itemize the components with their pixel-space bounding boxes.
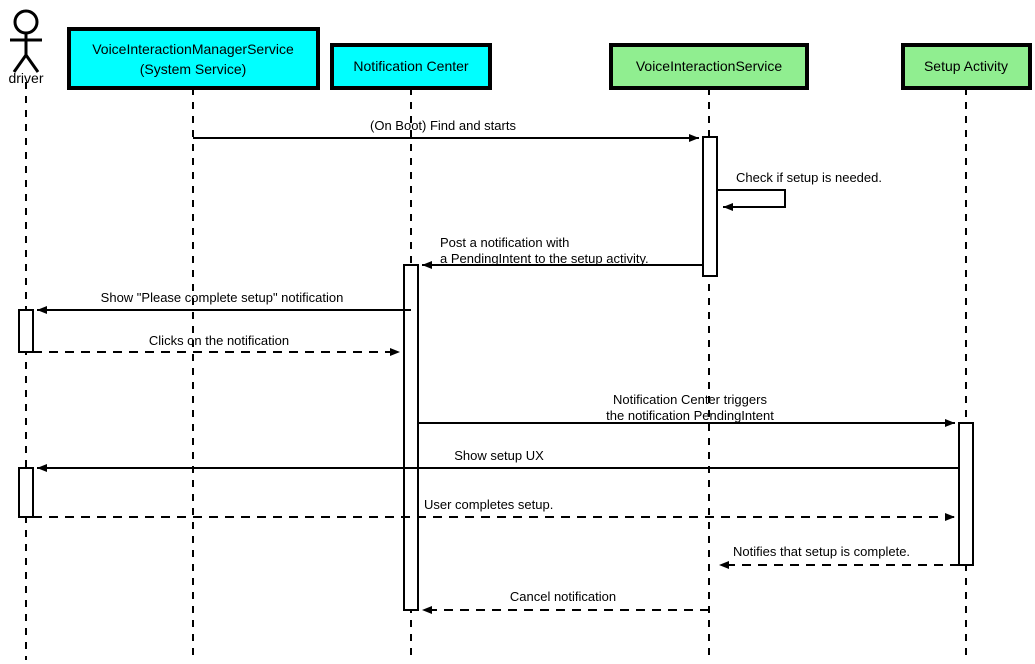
participant-label-notifcenter: Notification Center bbox=[353, 58, 469, 74]
message-m4[interactable]: Show "Please complete setup" notificatio… bbox=[37, 290, 411, 314]
message-line-m2 bbox=[717, 189, 786, 211]
message-label-m9: Notifies that setup is complete. bbox=[733, 544, 910, 559]
participant-label-setup: Setup Activity bbox=[924, 58, 1008, 74]
participant-label-driver: driver bbox=[8, 70, 43, 86]
participant-sublabel-vims: (System Service) bbox=[140, 61, 247, 77]
activation-bar-driver-2 bbox=[18, 309, 34, 353]
activation-bars-layer bbox=[18, 136, 974, 611]
participant-label-vis: VoiceInteractionService bbox=[636, 58, 783, 74]
message-label-m1: (On Boot) Find and starts bbox=[370, 118, 516, 133]
actor-leg-left-icon bbox=[12, 54, 28, 73]
message-m10[interactable]: Cancel notification bbox=[422, 589, 709, 614]
message-label-m3-line2: a PendingIntent to the setup activity. bbox=[440, 251, 649, 266]
actor-leg-right-icon bbox=[24, 54, 40, 73]
message-label-m2: Check if setup is needed. bbox=[736, 170, 882, 185]
activation-bar-vis-0 bbox=[702, 136, 718, 277]
message-label-m5: Clicks on the notification bbox=[149, 333, 289, 348]
participant-headers-layer: driver VoiceInteractionManagerService (Sys… bbox=[8, 9, 1032, 90]
message-label-m3-line1: Post a notification with bbox=[440, 235, 569, 250]
participant-vis[interactable]: VoiceInteractionService bbox=[609, 43, 809, 90]
message-label-m4: Show "Please complete setup" notificatio… bbox=[101, 290, 344, 305]
message-m5[interactable]: Clicks on the notification bbox=[33, 333, 400, 356]
message-label-m6-line1: Notification Center triggers bbox=[613, 392, 767, 407]
participant-setup[interactable]: Setup Activity bbox=[901, 43, 1032, 90]
participant-driver[interactable]: driver bbox=[8, 9, 44, 86]
participant-vims[interactable]: VoiceInteractionManagerService (System Se… bbox=[67, 27, 320, 90]
message-label-m10: Cancel notification bbox=[510, 589, 616, 604]
lifelines-layer bbox=[25, 82, 967, 660]
participant-box-vis[interactable] bbox=[609, 43, 809, 90]
activation-bar-driver-3 bbox=[18, 467, 34, 518]
message-m2[interactable]: Check if setup is needed. bbox=[717, 170, 882, 211]
activation-bar-setup-4 bbox=[958, 422, 974, 566]
message-m7[interactable]: Show setup UX bbox=[37, 448, 959, 472]
message-label-m8: User completes setup. bbox=[424, 497, 553, 512]
message-m8[interactable]: User completes setup. bbox=[33, 497, 955, 521]
actor-head-icon bbox=[13, 9, 39, 35]
message-label-m6-line2: the notification PendingIntent bbox=[606, 408, 774, 423]
participant-label-vims: VoiceInteractionManagerService bbox=[92, 41, 294, 57]
participant-box-setup[interactable] bbox=[901, 43, 1032, 90]
activation-bar-notifcenter-1 bbox=[403, 264, 419, 611]
message-label-m7: Show setup UX bbox=[454, 448, 544, 463]
message-m1[interactable]: (On Boot) Find and starts bbox=[193, 118, 699, 142]
participant-box-notifcenter[interactable] bbox=[330, 43, 492, 90]
participant-box-vims[interactable] bbox=[67, 27, 320, 90]
message-m9[interactable]: Notifies that setup is complete. bbox=[719, 544, 959, 569]
participant-notifcenter[interactable]: Notification Center bbox=[330, 43, 492, 90]
